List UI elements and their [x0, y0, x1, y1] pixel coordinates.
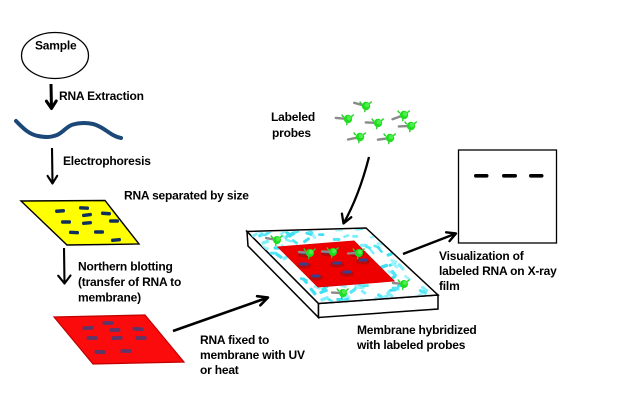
- svg-text:Northern blotting: Northern blotting: [78, 260, 173, 274]
- svg-text:Visualization of: Visualization of: [439, 249, 525, 263]
- svg-text:or heat: or heat: [200, 363, 239, 377]
- svg-text:membrane): membrane): [78, 291, 141, 305]
- svg-text:with labeled probes: with labeled probes: [356, 338, 466, 352]
- svg-text:labeled RNA on X-ray: labeled RNA on X-ray: [439, 264, 557, 278]
- svg-text:RNA Extraction: RNA Extraction: [59, 89, 144, 103]
- svg-text:film: film: [439, 279, 460, 293]
- svg-text:Sample: Sample: [35, 39, 77, 53]
- svg-text:(transfer of RNA to: (transfer of RNA to: [78, 275, 181, 289]
- svg-text:RNA fixed to: RNA fixed to: [200, 333, 269, 347]
- svg-text:membrane with UV: membrane with UV: [200, 348, 305, 362]
- svg-text:Membrane hybridized: Membrane hybridized: [357, 323, 477, 337]
- svg-text:Labeled: Labeled: [271, 110, 315, 124]
- svg-text:Electrophoresis: Electrophoresis: [63, 154, 151, 168]
- svg-text:probes: probes: [272, 126, 311, 140]
- svg-text:RNA separated by size: RNA separated by size: [124, 189, 249, 203]
